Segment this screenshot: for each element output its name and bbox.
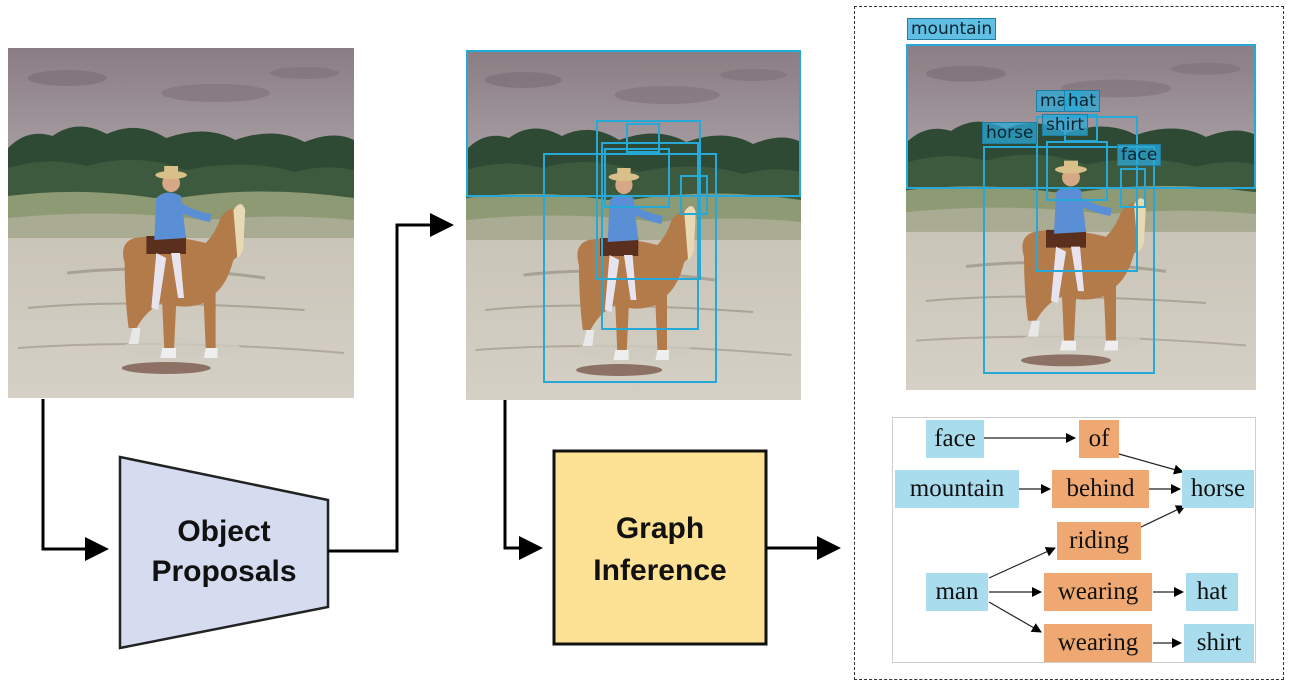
- arrow-proposals-to-boxes: [328, 213, 454, 553]
- node-of: of: [1079, 420, 1119, 458]
- object-proposals-label: Object Proposals: [120, 512, 328, 592]
- proposal-box: [626, 123, 660, 153]
- edge-riding-horse: [1138, 505, 1186, 529]
- proposal-box: [596, 120, 701, 280]
- graph-inference-line1: Graph: [615, 512, 705, 545]
- node-hat: hat: [1186, 573, 1238, 611]
- scene-graph-edges: [962, 433, 1186, 648]
- label-face: face: [1117, 144, 1162, 166]
- object-proposals-block: [118, 455, 330, 650]
- node-face: face: [926, 420, 984, 458]
- label-hat: hat: [1064, 90, 1100, 112]
- node-riding: riding: [1057, 522, 1141, 560]
- object-proposals-line2: Proposals: [151, 555, 297, 588]
- node-wearing-shirt: wearing: [1044, 624, 1152, 662]
- node-wearing-hat: wearing: [1044, 573, 1152, 611]
- detection-box-shirt: [1046, 141, 1108, 201]
- scene-graph: face of mountain behind horse riding man…: [892, 417, 1256, 663]
- node-shirt: shirt: [1184, 624, 1254, 662]
- proposal-box: [466, 50, 801, 197]
- edge-man-riding: [988, 547, 1056, 579]
- node-horse: horse: [1182, 470, 1254, 508]
- arrow-boxes-to-inference: [503, 400, 543, 560]
- arrow-photo-to-proposals: [41, 399, 109, 561]
- detections-photo: [906, 44, 1256, 390]
- node-man: man: [926, 573, 988, 611]
- label-shirt: shirt: [1042, 114, 1089, 136]
- edge-man-wearing-2: [988, 601, 1042, 633]
- label-mountain: mountain: [907, 18, 997, 40]
- graph-inference-label: Graph Inference: [554, 508, 766, 592]
- edge-of-horse: [1118, 453, 1184, 475]
- graph-inference-line2: Inference: [593, 554, 727, 587]
- node-behind: behind: [1052, 470, 1149, 508]
- proposals-photo: [466, 50, 801, 400]
- output-panel: [854, 6, 1284, 680]
- detection-box-mountain: [906, 44, 1256, 189]
- label-horse: horse: [982, 122, 1038, 144]
- detection-box-face: [1120, 168, 1146, 208]
- graph-inference-block: [552, 449, 768, 646]
- object-proposals-line1: Object: [177, 515, 271, 548]
- proposal-box: [601, 142, 699, 330]
- proposal-box: [680, 175, 708, 215]
- proposal-box: [604, 148, 670, 208]
- proposal-box: [543, 153, 717, 383]
- node-mountain: mountain: [895, 470, 1019, 508]
- detection-box-horse: [983, 146, 1155, 374]
